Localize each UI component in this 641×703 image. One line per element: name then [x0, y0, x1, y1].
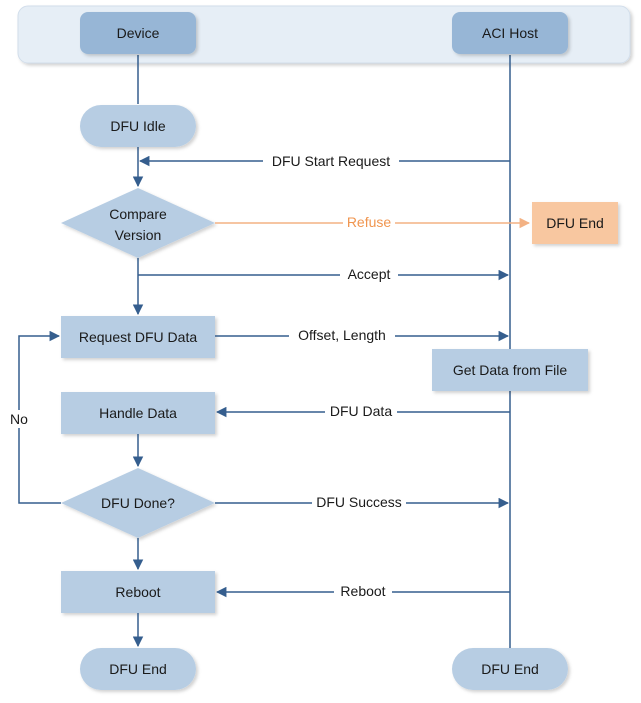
- compare-label-line1: Compare: [109, 206, 167, 222]
- offset-length-label: Offset, Length: [298, 327, 386, 343]
- reboot-node: [61, 571, 215, 613]
- dfu-success-label: DFU Success: [316, 494, 402, 510]
- dfu-done-decision: [61, 468, 215, 538]
- dfu-data-label: DFU Data: [330, 403, 392, 419]
- handle-data-label: Handle Data: [99, 405, 177, 421]
- get-data-from-file-node: [432, 349, 588, 391]
- start-request-label: DFU Start Request: [272, 153, 390, 169]
- no-label: No: [10, 411, 28, 427]
- device-dfu-end-node: [80, 648, 196, 690]
- get-data-from-file-label: Get Data from File: [453, 362, 568, 378]
- device-lane-header: [80, 12, 196, 54]
- accept-label: Accept: [348, 266, 391, 282]
- handle-data-node: [61, 392, 215, 434]
- host-dfu-end-node: [452, 648, 568, 690]
- host-dfu-end-label: DFU End: [481, 661, 539, 677]
- compare-version-decision: [61, 188, 215, 258]
- host-lane-label: ACI Host: [482, 25, 538, 41]
- dfu-end-refuse-label: DFU End: [546, 215, 604, 231]
- refuse-label: Refuse: [347, 214, 392, 230]
- compare-label-line2: Version: [115, 227, 162, 243]
- dfu-done-label: DFU Done?: [101, 495, 175, 511]
- dfu-idle-node: [80, 105, 196, 147]
- device-dfu-end-label: DFU End: [109, 661, 167, 677]
- dfu-end-refuse-node: [532, 202, 618, 244]
- host-lane-header: [452, 12, 568, 54]
- reboot-label: Reboot: [115, 584, 160, 600]
- dfu-idle-label: DFU Idle: [110, 118, 165, 134]
- request-dfu-data-node: [61, 316, 215, 358]
- request-dfu-data-label: Request DFU Data: [79, 329, 197, 345]
- device-lane-label: Device: [117, 25, 160, 41]
- reboot-edge-label: Reboot: [340, 583, 385, 599]
